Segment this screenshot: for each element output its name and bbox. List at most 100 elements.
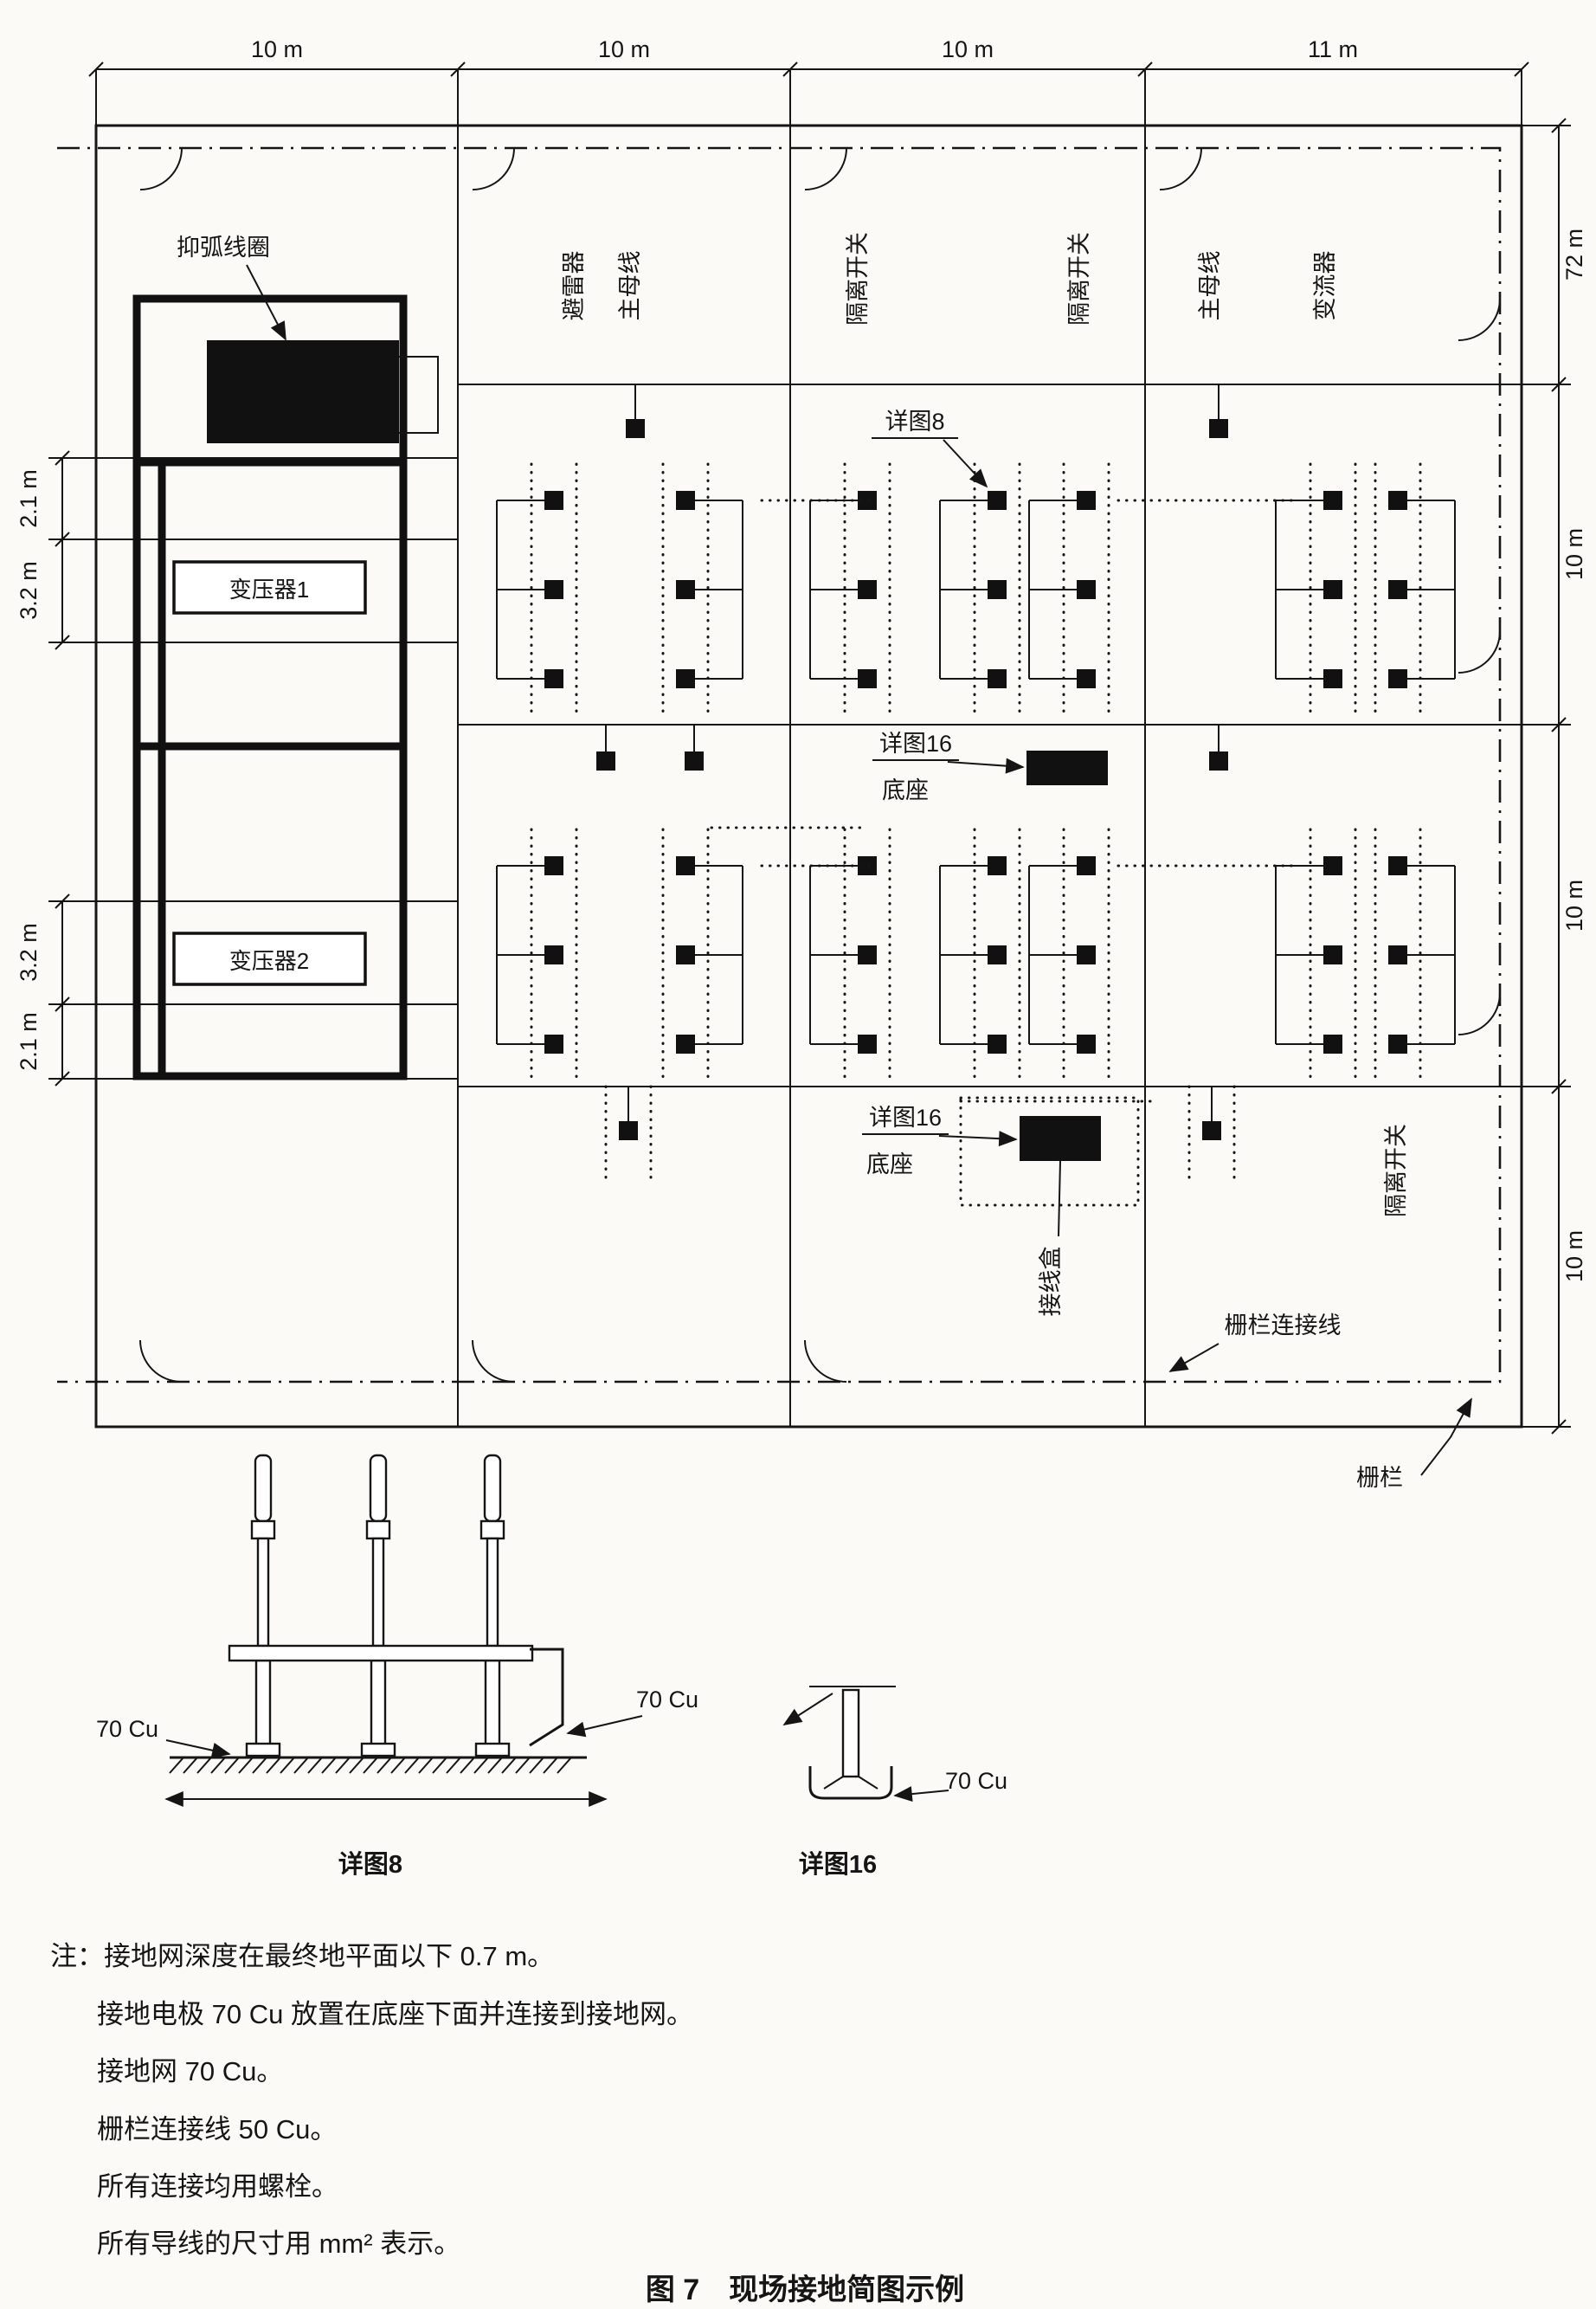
plan-outline (94, 124, 1523, 1429)
note-line-5: 所有连接均用螺栓。 (97, 2171, 338, 2202)
left-dimension-lower: 3.2 m 2.1 m (16, 893, 96, 1087)
equipment-ground-symbol (858, 580, 877, 599)
detail8-caption: 详图8 (338, 1849, 402, 1879)
ground-hatch (224, 1757, 240, 1774)
fence-line (57, 146, 1502, 1383)
equipment-ground-symbol (596, 751, 615, 771)
equipment-ground-symbol (858, 945, 877, 964)
top-dim-2: 10 m (598, 36, 650, 62)
equipment-ground-symbol (544, 856, 563, 875)
right-dim-3: 10 m (1561, 880, 1587, 932)
equipment-ground-symbol (1323, 856, 1342, 875)
equipment-ground-symbol (685, 751, 704, 771)
detail16-stem (841, 1688, 860, 1778)
transformer-1-label: 变压器1 (229, 577, 309, 603)
left-dimension-upper: 2.1 m 3.2 m (16, 450, 96, 650)
ground-hatch (515, 1757, 531, 1774)
detail8-ref-label: 详图8 (885, 409, 944, 435)
insulator-cap (483, 1454, 502, 1523)
ground-hatch (169, 1757, 184, 1774)
fence-label: 栅栏 (1356, 1465, 1403, 1491)
top-dimension-line: 10 m 10 m 10 m 11 m (88, 36, 1529, 126)
left-dim-upper-1: 2.1 m (16, 469, 42, 528)
transformer-area: 变压器1 变压器2 抑弧线圈 (132, 235, 439, 1080)
ground-hatch (280, 1757, 295, 1774)
equipment-ground-symbol (1077, 945, 1096, 964)
right-dim-2: 10 m (1561, 528, 1587, 580)
equipment-grid (496, 384, 1456, 1186)
base-plate-upper (1026, 751, 1108, 785)
ground-hatch (293, 1757, 309, 1774)
ground-hatch (321, 1757, 337, 1774)
ground-hatch (446, 1757, 461, 1774)
note-line-3: 接地网 70 Cu。 (97, 2056, 283, 2086)
insulator-collar (365, 1519, 391, 1540)
left-dim-lower-2: 2.1 m (16, 1012, 42, 1071)
equipment-ground-symbol (1323, 669, 1342, 688)
ground-hatch (335, 1757, 351, 1774)
equipment-ground-symbol (1202, 1121, 1221, 1140)
transformer-1-box (172, 560, 367, 615)
ground-hatch (363, 1757, 378, 1774)
equipment-ground-symbol (858, 1035, 877, 1054)
right-dimension-line: 72 m 10 m 10 m 10 m (1522, 118, 1587, 1435)
detail16-ref-upper-label: 详图16 (879, 731, 952, 757)
equipment-ground-symbol (1388, 945, 1407, 964)
equipment-ground-symbol (1077, 1035, 1096, 1054)
equipment-ground-symbol (858, 669, 877, 688)
plan-grid (94, 124, 1523, 1429)
equipment-ground-symbol (988, 580, 1007, 599)
ground-hatch (252, 1757, 267, 1774)
fence-connection-label: 栅栏连接线 (1225, 1313, 1342, 1338)
base-dotted-region (959, 1096, 1140, 1207)
right-dim-1: 72 m (1561, 229, 1587, 281)
converter-label: 变流器 (1312, 251, 1338, 321)
equipment-ground-symbol (544, 945, 563, 964)
ground-hatch (404, 1757, 420, 1774)
left-dim-upper-2: 3.2 m (16, 561, 42, 620)
ground-hatch (238, 1757, 254, 1774)
ground-hatch (432, 1757, 447, 1774)
arrester-label: 避雷器 (561, 251, 587, 321)
figure-caption: 图 7 现场接地简图示例 (646, 2274, 964, 2306)
note-line-4: 栅栏连接线 50 Cu。 (97, 2114, 337, 2145)
insulator-cap (369, 1454, 388, 1523)
equipment-ground-symbol (544, 1035, 563, 1054)
ground-hatch (266, 1757, 281, 1774)
equipment-ground-symbol (676, 1035, 695, 1054)
note-line-1: 注：接地网深度在最终地平面以下 0.7 m。 (50, 1941, 554, 1971)
equipment-ground-symbol (988, 1035, 1007, 1054)
top-dim-4: 11 m (1308, 36, 1358, 62)
equipment-ground-symbol (1388, 1035, 1407, 1054)
disconnector-b-label: 隔离开关 (1066, 232, 1092, 326)
equipment-ground-symbol (1388, 669, 1407, 688)
detail8-cu-left-label: 70 Cu (96, 1716, 158, 1742)
equipment-ground-symbol (1077, 856, 1096, 875)
support-leg (254, 1659, 272, 1747)
transformer-2-box (172, 932, 367, 986)
support-leg (484, 1659, 501, 1747)
support-leg (370, 1659, 387, 1747)
disconnector-c-label: 隔离开关 (1383, 1124, 1409, 1217)
ground-hatch (390, 1757, 406, 1774)
insulator-cap (254, 1454, 273, 1523)
equipment-ground-symbol (1077, 580, 1096, 599)
left-dim-lower-1: 3.2 m (16, 923, 42, 982)
arc-suppression-coil-symbol (207, 340, 399, 443)
insulator-collar (250, 1519, 276, 1540)
detail8-cu-right-label: 70 Cu (636, 1687, 698, 1712)
base-plate-lower (1020, 1116, 1101, 1161)
ground-hatch (307, 1757, 323, 1774)
detail-8: 70 Cu 70 Cu 详图8 (96, 1454, 698, 1879)
bay-header-labels: 避雷器 主母线 隔离开关 隔离开关 主母线 变流器 (561, 232, 1338, 326)
arc-suppression-coil-label: 抑弧线圈 (177, 235, 270, 261)
equipment-ground-symbol (1388, 491, 1407, 510)
main-bus-left-label: 主母线 (617, 251, 643, 321)
right-dim-4: 10 m (1561, 1230, 1587, 1282)
equipment-ground-symbol (1323, 945, 1342, 964)
equipment-ground-symbol (988, 491, 1007, 510)
main-bus-right-label: 主母线 (1197, 251, 1223, 321)
ground-hatch (473, 1757, 489, 1774)
